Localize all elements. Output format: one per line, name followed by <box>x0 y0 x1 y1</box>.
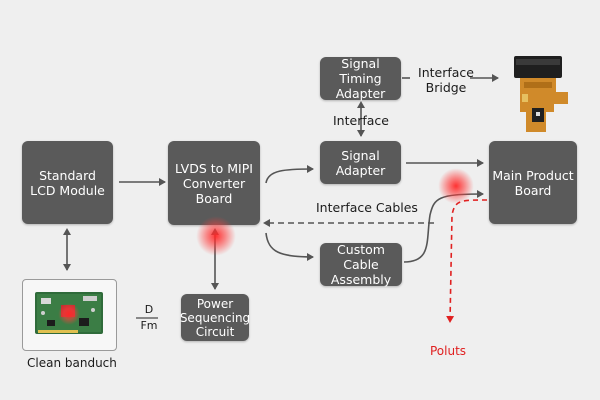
flex-cable-connector-icon <box>506 52 574 136</box>
lvds-to-mipi-converter-box: LVDS to MIPI Converter Board <box>168 141 260 225</box>
arrow-converter-to-signal-adapter <box>265 165 314 184</box>
standard-lcd-module-box: Standard LCD Module <box>22 141 113 224</box>
arrow-converter-to-cable <box>265 232 314 261</box>
custom-cable-assembly-box: Custom Cable Assembly <box>320 242 402 287</box>
clean-board-caption: Clean banduch <box>27 356 117 370</box>
interface-label: Interface <box>333 113 389 128</box>
power-sequencing-circuit-box: Power Sequencing Circuit <box>180 294 250 341</box>
pcb-board-icon <box>22 279 117 351</box>
fraction-label: D Fm <box>140 303 158 332</box>
signal-adapter-box: Signal Adapter <box>320 141 401 184</box>
interface-cables-label: Interface Cables <box>316 200 418 215</box>
signal-timing-adapter-box: Signal Timing Adapter <box>320 56 401 101</box>
interface-bridge-label: Interface Bridge <box>418 65 474 95</box>
poluts-label: Poluts <box>430 344 467 358</box>
main-product-board-box: Main Product Board <box>489 141 577 224</box>
red-dashed-path <box>446 199 488 323</box>
